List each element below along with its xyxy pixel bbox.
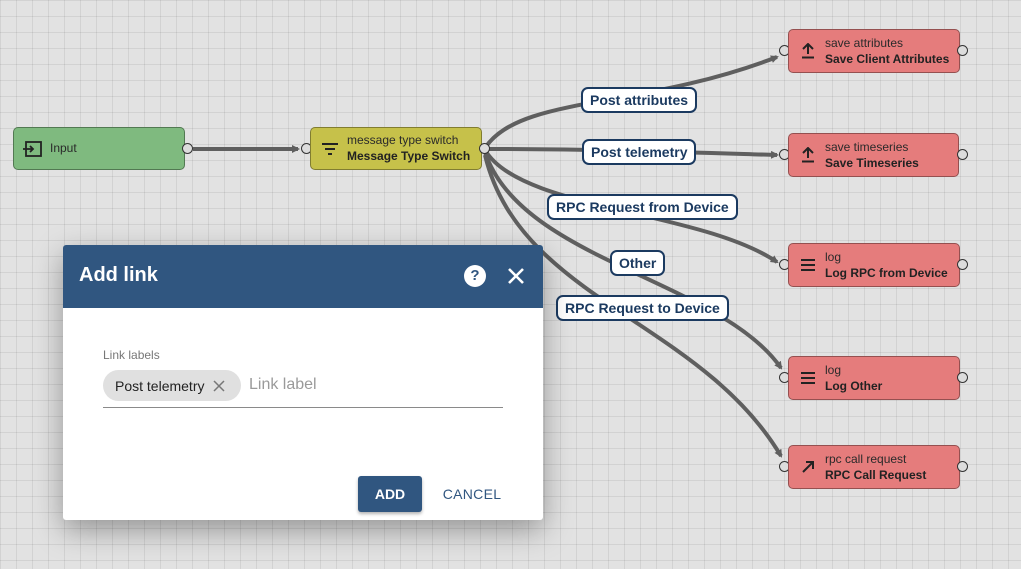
node-log-other-out-port[interactable] bbox=[957, 372, 968, 383]
node-rpc-call-request[interactable]: rpc call request RPC Call Request bbox=[788, 445, 960, 489]
link-label-post-attributes[interactable]: Post attributes bbox=[581, 87, 697, 113]
menu-icon bbox=[797, 367, 819, 389]
node-save-timeseries-out-port[interactable] bbox=[957, 149, 968, 160]
node-type: save attributes bbox=[825, 36, 949, 51]
upload-icon bbox=[797, 40, 819, 62]
node-type: log bbox=[825, 250, 948, 265]
link-label-input[interactable] bbox=[249, 373, 499, 397]
arrow-up-right-icon bbox=[797, 456, 819, 478]
cancel-button[interactable]: CANCEL bbox=[435, 476, 509, 512]
node-name: Log Other bbox=[825, 378, 882, 394]
link-label-post-telemetry[interactable]: Post telemetry bbox=[582, 139, 696, 165]
filter-icon bbox=[319, 138, 341, 160]
node-save-attributes-out-port[interactable] bbox=[957, 45, 968, 56]
node-type: save timeseries bbox=[825, 140, 919, 155]
input-icon bbox=[22, 138, 44, 160]
link-labels-underline bbox=[103, 407, 503, 408]
chip-label: Post telemetry bbox=[115, 378, 204, 394]
node-type: log bbox=[825, 363, 882, 378]
link-label-rpc-to-device[interactable]: RPC Request to Device bbox=[556, 295, 729, 321]
node-save-client-attributes[interactable]: save attributes Save Client Attributes bbox=[788, 29, 960, 73]
upload-icon bbox=[797, 144, 819, 166]
node-switch-out-port[interactable] bbox=[479, 143, 490, 154]
link-label-rpc-from-device[interactable]: RPC Request from Device bbox=[547, 194, 738, 220]
link-label-chip[interactable]: Post telemetry bbox=[103, 370, 241, 401]
add-link-dialog: Add link ? Link labels Post telemetry AD… bbox=[63, 245, 543, 520]
node-name: Message Type Switch bbox=[347, 148, 470, 164]
node-log-other[interactable]: log Log Other bbox=[788, 356, 960, 400]
node-input[interactable]: Input bbox=[13, 127, 185, 170]
link-labels-field-label: Link labels bbox=[103, 348, 160, 362]
chip-remove-icon[interactable] bbox=[212, 379, 226, 393]
node-save-timeseries[interactable]: save timeseries Save Timeseries bbox=[788, 133, 959, 177]
node-name: Input bbox=[50, 141, 77, 156]
add-button[interactable]: ADD bbox=[358, 476, 422, 512]
node-name: RPC Call Request bbox=[825, 467, 926, 483]
close-icon[interactable] bbox=[505, 265, 527, 287]
node-log-rpc-from-device[interactable]: log Log RPC from Device bbox=[788, 243, 960, 287]
node-message-type-switch[interactable]: message type switch Message Type Switch bbox=[310, 127, 482, 170]
node-name: Log RPC from Device bbox=[825, 265, 948, 281]
node-input-out-port[interactable] bbox=[182, 143, 193, 154]
help-icon[interactable]: ? bbox=[464, 265, 486, 287]
node-rpc-call-out-port[interactable] bbox=[957, 461, 968, 472]
dialog-title: Add link bbox=[79, 264, 158, 287]
menu-icon bbox=[797, 254, 819, 276]
node-type: rpc call request bbox=[825, 452, 926, 467]
node-log-rpc-out-port[interactable] bbox=[957, 259, 968, 270]
node-name: Save Timeseries bbox=[825, 155, 919, 171]
link-label-other[interactable]: Other bbox=[610, 250, 665, 276]
node-name: Save Client Attributes bbox=[825, 51, 949, 67]
dialog-header: Add link ? bbox=[63, 245, 543, 308]
node-type: message type switch bbox=[347, 133, 470, 148]
